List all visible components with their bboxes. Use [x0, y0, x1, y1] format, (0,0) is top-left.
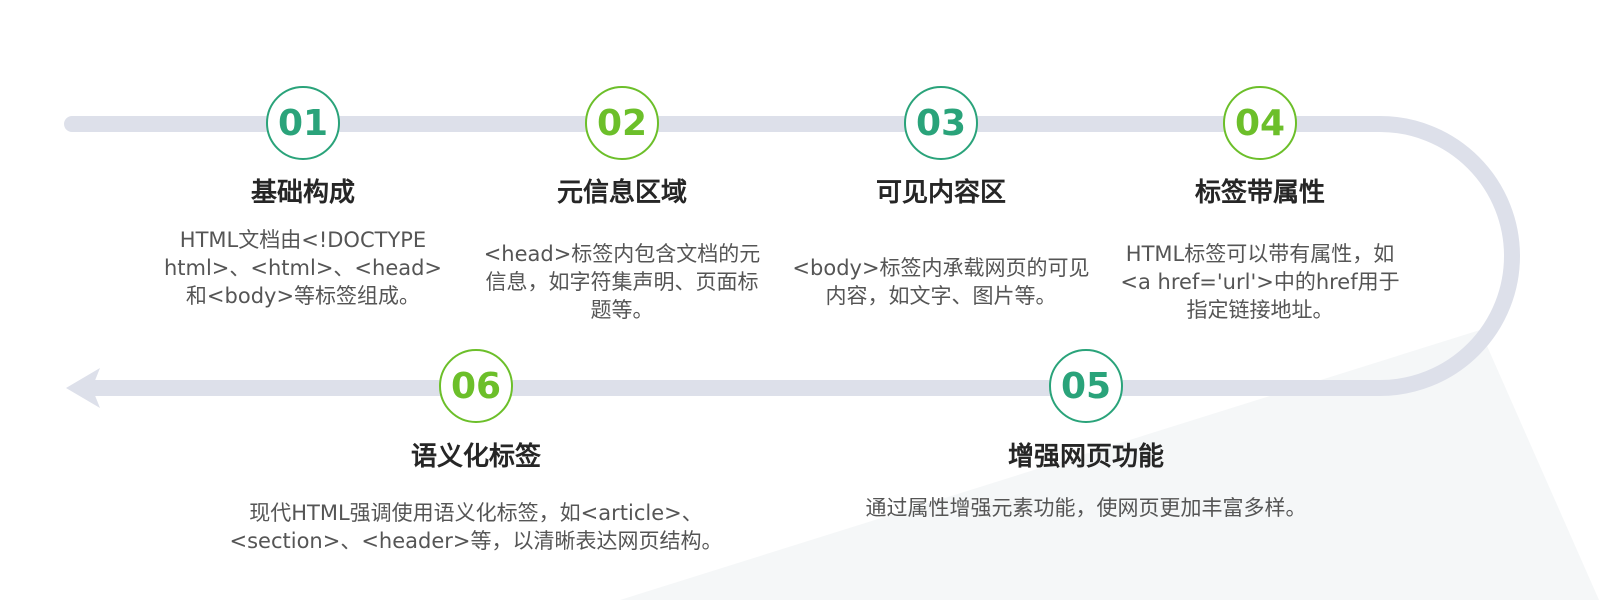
step-6-number: 06	[439, 349, 513, 423]
step-5-number: 05	[1049, 349, 1123, 423]
step-3-description: <body>标签内承载网页的可见内容，如文字、图片等。	[792, 256, 1090, 308]
step-2-description: <head>标签内包含文档的元信息，如字符集声明、页面标题等。	[483, 242, 761, 322]
timeline-track	[64, 116, 1520, 396]
step-6-description: 现代HTML强调使用语义化标签，如<article>、<section>、<he…	[229, 501, 723, 553]
step-3-number: 03	[904, 86, 978, 160]
step-1-description: HTML文档由<!DOCTYPE html>、<html>、<head>和<bo…	[163, 228, 443, 308]
step-1-number: 01	[266, 86, 340, 160]
step-5-title: 增强网页功能	[1007, 442, 1164, 472]
step-6-title: 语义化标签	[410, 442, 541, 472]
step-3-title: 可见内容区	[875, 178, 1006, 208]
step-4-title: 标签带属性	[1194, 178, 1325, 208]
step-4-number: 04	[1223, 86, 1297, 160]
step-1-title: 基础构成	[250, 178, 355, 208]
step-2-title: 元信息区域	[556, 178, 687, 208]
step-5-description: 通过属性增强元素功能，使网页更加丰富多样。	[865, 496, 1307, 520]
step-2-number: 02	[585, 86, 659, 160]
step-4-description: HTML标签可以带有属性，如<a href='url'>中的href用于指定链接…	[1120, 242, 1400, 322]
watermark-shape	[620, 330, 1599, 600]
arrow-left-icon	[66, 368, 100, 408]
